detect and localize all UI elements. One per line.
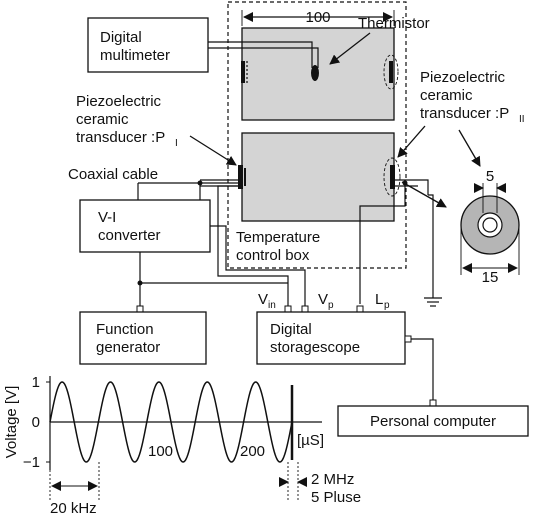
piezo-right-label-2: ceramic (420, 87, 473, 104)
digital-storagescope-box (256, 311, 406, 365)
dimension-100-label: 100 (305, 9, 330, 26)
y-tick-neg1: −1 (23, 454, 40, 471)
burst-count-label: 5 Pluse (311, 489, 361, 506)
personal-computer-label: Personal computer (370, 413, 496, 430)
temperature-box-label-2: control box (236, 247, 310, 264)
lower-tank (241, 132, 395, 222)
y-axis-label: Voltage [V] (3, 386, 20, 459)
y-tick-0: 0 (32, 414, 40, 431)
vp-sub: p (328, 300, 334, 311)
piezo-left-label-1: Piezoelectric (76, 93, 162, 110)
digital-multimeter-label-2: multimeter (100, 47, 170, 64)
upper-right-transducer (389, 61, 393, 83)
piezo-left-label-3: transducer :P (76, 129, 165, 146)
lp-label: L (375, 291, 383, 308)
disk-inner-dimension: 5 (486, 168, 494, 185)
piezo-left-label-2: ceramic (76, 111, 129, 128)
piezo-right-sub: II (519, 114, 525, 125)
vin-sub: in (268, 300, 276, 311)
upper-left-transducer (241, 61, 245, 83)
digital-multimeter-label-1: Digital (100, 29, 142, 46)
storagescope-label-2: storagescope (270, 339, 360, 356)
function-generator-box (79, 311, 207, 365)
thermistor-probe (311, 65, 319, 81)
transducer-p2 (390, 165, 395, 189)
storagescope-label-1: Digital (270, 321, 312, 338)
digital-multimeter-box (87, 17, 209, 73)
vp-label: V (318, 291, 328, 308)
vi-converter-label-2: converter (98, 227, 161, 244)
disk-detail-arrow (458, 129, 481, 167)
disk-outer-dimension: 15 (482, 269, 499, 286)
vin-label: V (258, 291, 268, 308)
x-tick-100: 100 (148, 443, 173, 460)
y-tick-1: 1 (32, 374, 40, 391)
function-generator-label-2: generator (96, 339, 160, 356)
sine-waveform (49, 381, 293, 463)
coaxial-cable-label: Coaxial cable (68, 166, 158, 183)
piezo-left-arrow (189, 135, 237, 166)
thermistor-label: Thermistor (358, 15, 430, 32)
time-unit-label: [µS] (297, 432, 324, 449)
transducer-p1 (238, 165, 243, 189)
x-tick-200: 200 (240, 443, 265, 460)
piezo-right-label-1: Piezoelectric (420, 69, 506, 86)
burst-frequency-label: 2 MHz (311, 471, 354, 488)
piezo-right-arrow (397, 125, 426, 158)
piezo-left-sub: I (175, 138, 178, 149)
thermistor-wire (208, 41, 313, 68)
sine-frequency-label: 20 kHz (50, 500, 97, 517)
thermistor-arrow (329, 32, 371, 65)
vi-converter-label-1: V-I (98, 209, 116, 226)
function-generator-label-1: Function (96, 321, 154, 338)
vi-converter-box (79, 199, 211, 253)
piezo-right-label-3: transducer :P (420, 105, 509, 122)
temperature-box-label-1: Temperature (236, 229, 320, 246)
personal-computer-box (337, 405, 529, 437)
temperature-control-box (227, 1, 407, 269)
lp-sub: p (384, 300, 390, 311)
